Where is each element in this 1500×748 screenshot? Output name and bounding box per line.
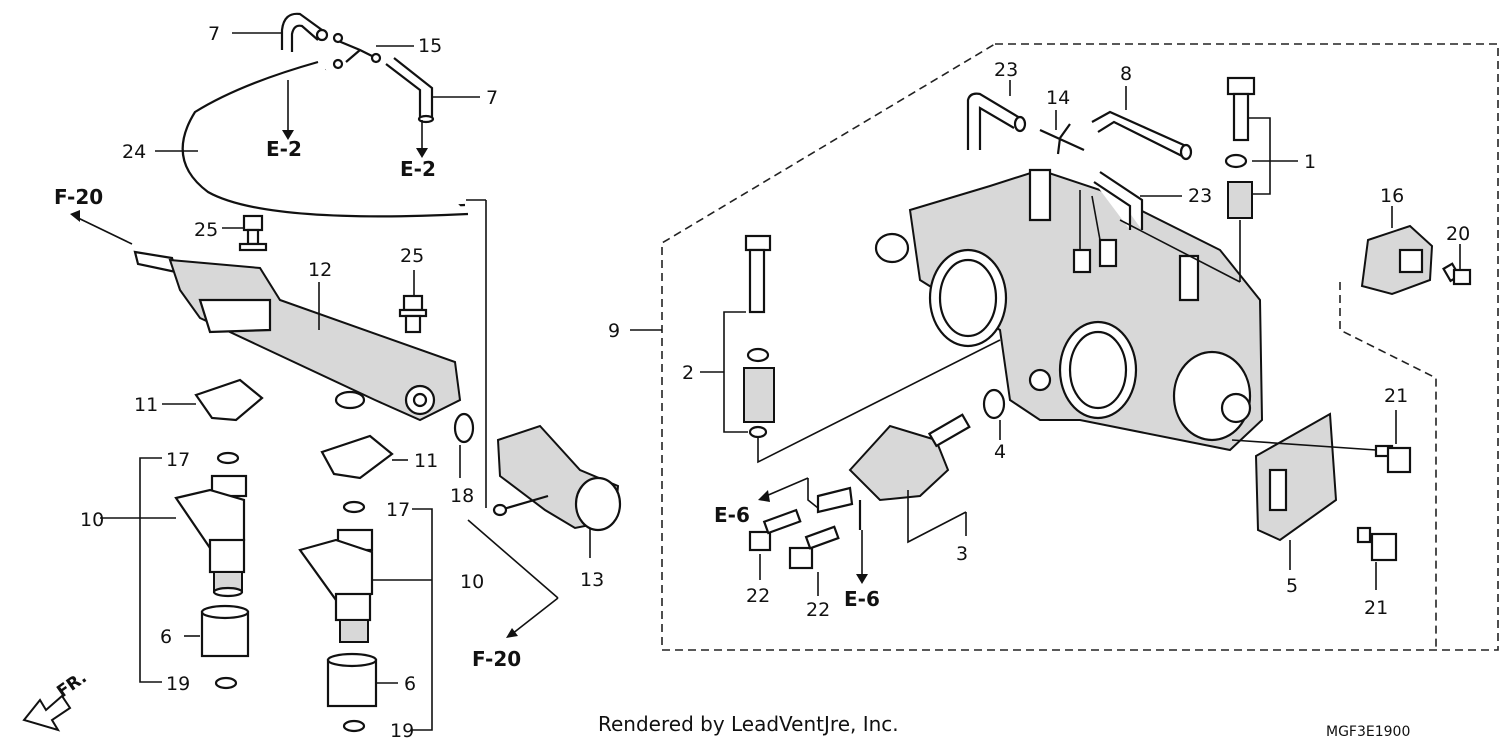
o-ring-18 [453, 412, 475, 444]
callout-14: 14 [1046, 87, 1070, 109]
hose-8 [1091, 110, 1193, 161]
callout-11-a: 11 [134, 394, 158, 416]
sensor-16 [1360, 224, 1434, 296]
hose-7-upper [280, 12, 329, 52]
callout-24: 24 [122, 141, 146, 163]
callout-7-right: 7 [486, 87, 498, 109]
seal-6-a [200, 604, 250, 658]
callout-5: 5 [1286, 575, 1298, 597]
o-ring-4 [982, 388, 1006, 420]
ref-f20-top: F-20 [54, 185, 103, 209]
ref-e2-right: E-2 [400, 157, 436, 181]
joint-14 [1039, 123, 1085, 155]
callout-12: 12 [308, 259, 332, 281]
clip-11-a [194, 378, 264, 422]
hose-23-a [966, 92, 1027, 150]
callout-2: 2 [682, 362, 694, 384]
bolt-25-b [398, 294, 428, 334]
injector-10-a [174, 451, 248, 598]
callout-8: 8 [1120, 63, 1132, 85]
callout-21-a: 21 [1384, 385, 1408, 407]
o-ring-19-b [342, 719, 366, 733]
hose-24 [181, 60, 469, 218]
ref-e6-left: E-6 [714, 503, 750, 527]
diagram-code: MGF3E1900 [1326, 724, 1410, 740]
joint-15 [332, 32, 382, 70]
callout-22-b: 22 [806, 599, 830, 621]
callout-6-a: 6 [160, 626, 172, 648]
injector-10-b [298, 500, 374, 643]
callout-7-upper: 7 [208, 23, 220, 45]
fuel-rail-12 [133, 250, 462, 422]
callout-6-b: 6 [404, 673, 416, 695]
callout-9: 9 [608, 320, 620, 342]
callout-23-a: 23 [994, 59, 1018, 81]
bolt-22-b [788, 525, 840, 570]
callout-17-b: 17 [386, 499, 410, 521]
clip-11-b [320, 434, 394, 480]
o-ring-19-a [214, 676, 238, 690]
front-arrow [22, 694, 72, 732]
bolt-20 [1442, 262, 1472, 286]
hose-7-right [385, 57, 435, 124]
callout-10-b: 10 [460, 571, 484, 593]
ref-e6-bottom: E-6 [844, 587, 880, 611]
assembly-boundary [661, 43, 1499, 651]
callout-25-a: 25 [194, 219, 218, 241]
callout-11-b: 11 [414, 450, 438, 472]
callout-1: 1 [1304, 151, 1316, 173]
callout-20: 20 [1446, 223, 1470, 245]
callout-25-b: 25 [400, 245, 424, 267]
callout-22-a: 22 [746, 585, 770, 607]
callout-19-b: 19 [390, 720, 414, 742]
callout-3: 3 [956, 543, 968, 565]
hose-23-b [1093, 171, 1144, 230]
front-marker-label: FR. [53, 668, 90, 702]
callout-15: 15 [418, 35, 442, 57]
callout-17-a: 17 [166, 449, 190, 471]
credit-text: Rendered by LeadVentJre, Inc. [598, 712, 899, 736]
pressure-regulator-13 [492, 424, 622, 532]
callout-19-a: 19 [166, 673, 190, 695]
callout-16: 16 [1380, 185, 1404, 207]
throttle-body [874, 168, 1264, 452]
ref-f20-bottom: F-20 [472, 647, 521, 671]
callout-18: 18 [450, 485, 474, 507]
ref-e2-left: E-2 [266, 137, 302, 161]
screw-2 [743, 234, 775, 439]
callout-21-b: 21 [1364, 597, 1388, 619]
screw-1 [1224, 76, 1256, 219]
seal-6-b [326, 652, 378, 708]
callout-13: 13 [580, 569, 604, 591]
bolt-22-a [748, 508, 802, 552]
bolt-25-a [238, 214, 268, 252]
callout-4: 4 [994, 441, 1006, 463]
callout-23-b: 23 [1188, 185, 1212, 207]
valve-3 [816, 413, 971, 530]
cover-5 [1254, 412, 1338, 542]
bolt-21-a [1374, 444, 1412, 474]
callout-10-a: 10 [80, 509, 104, 531]
bolt-21-b [1356, 526, 1398, 562]
